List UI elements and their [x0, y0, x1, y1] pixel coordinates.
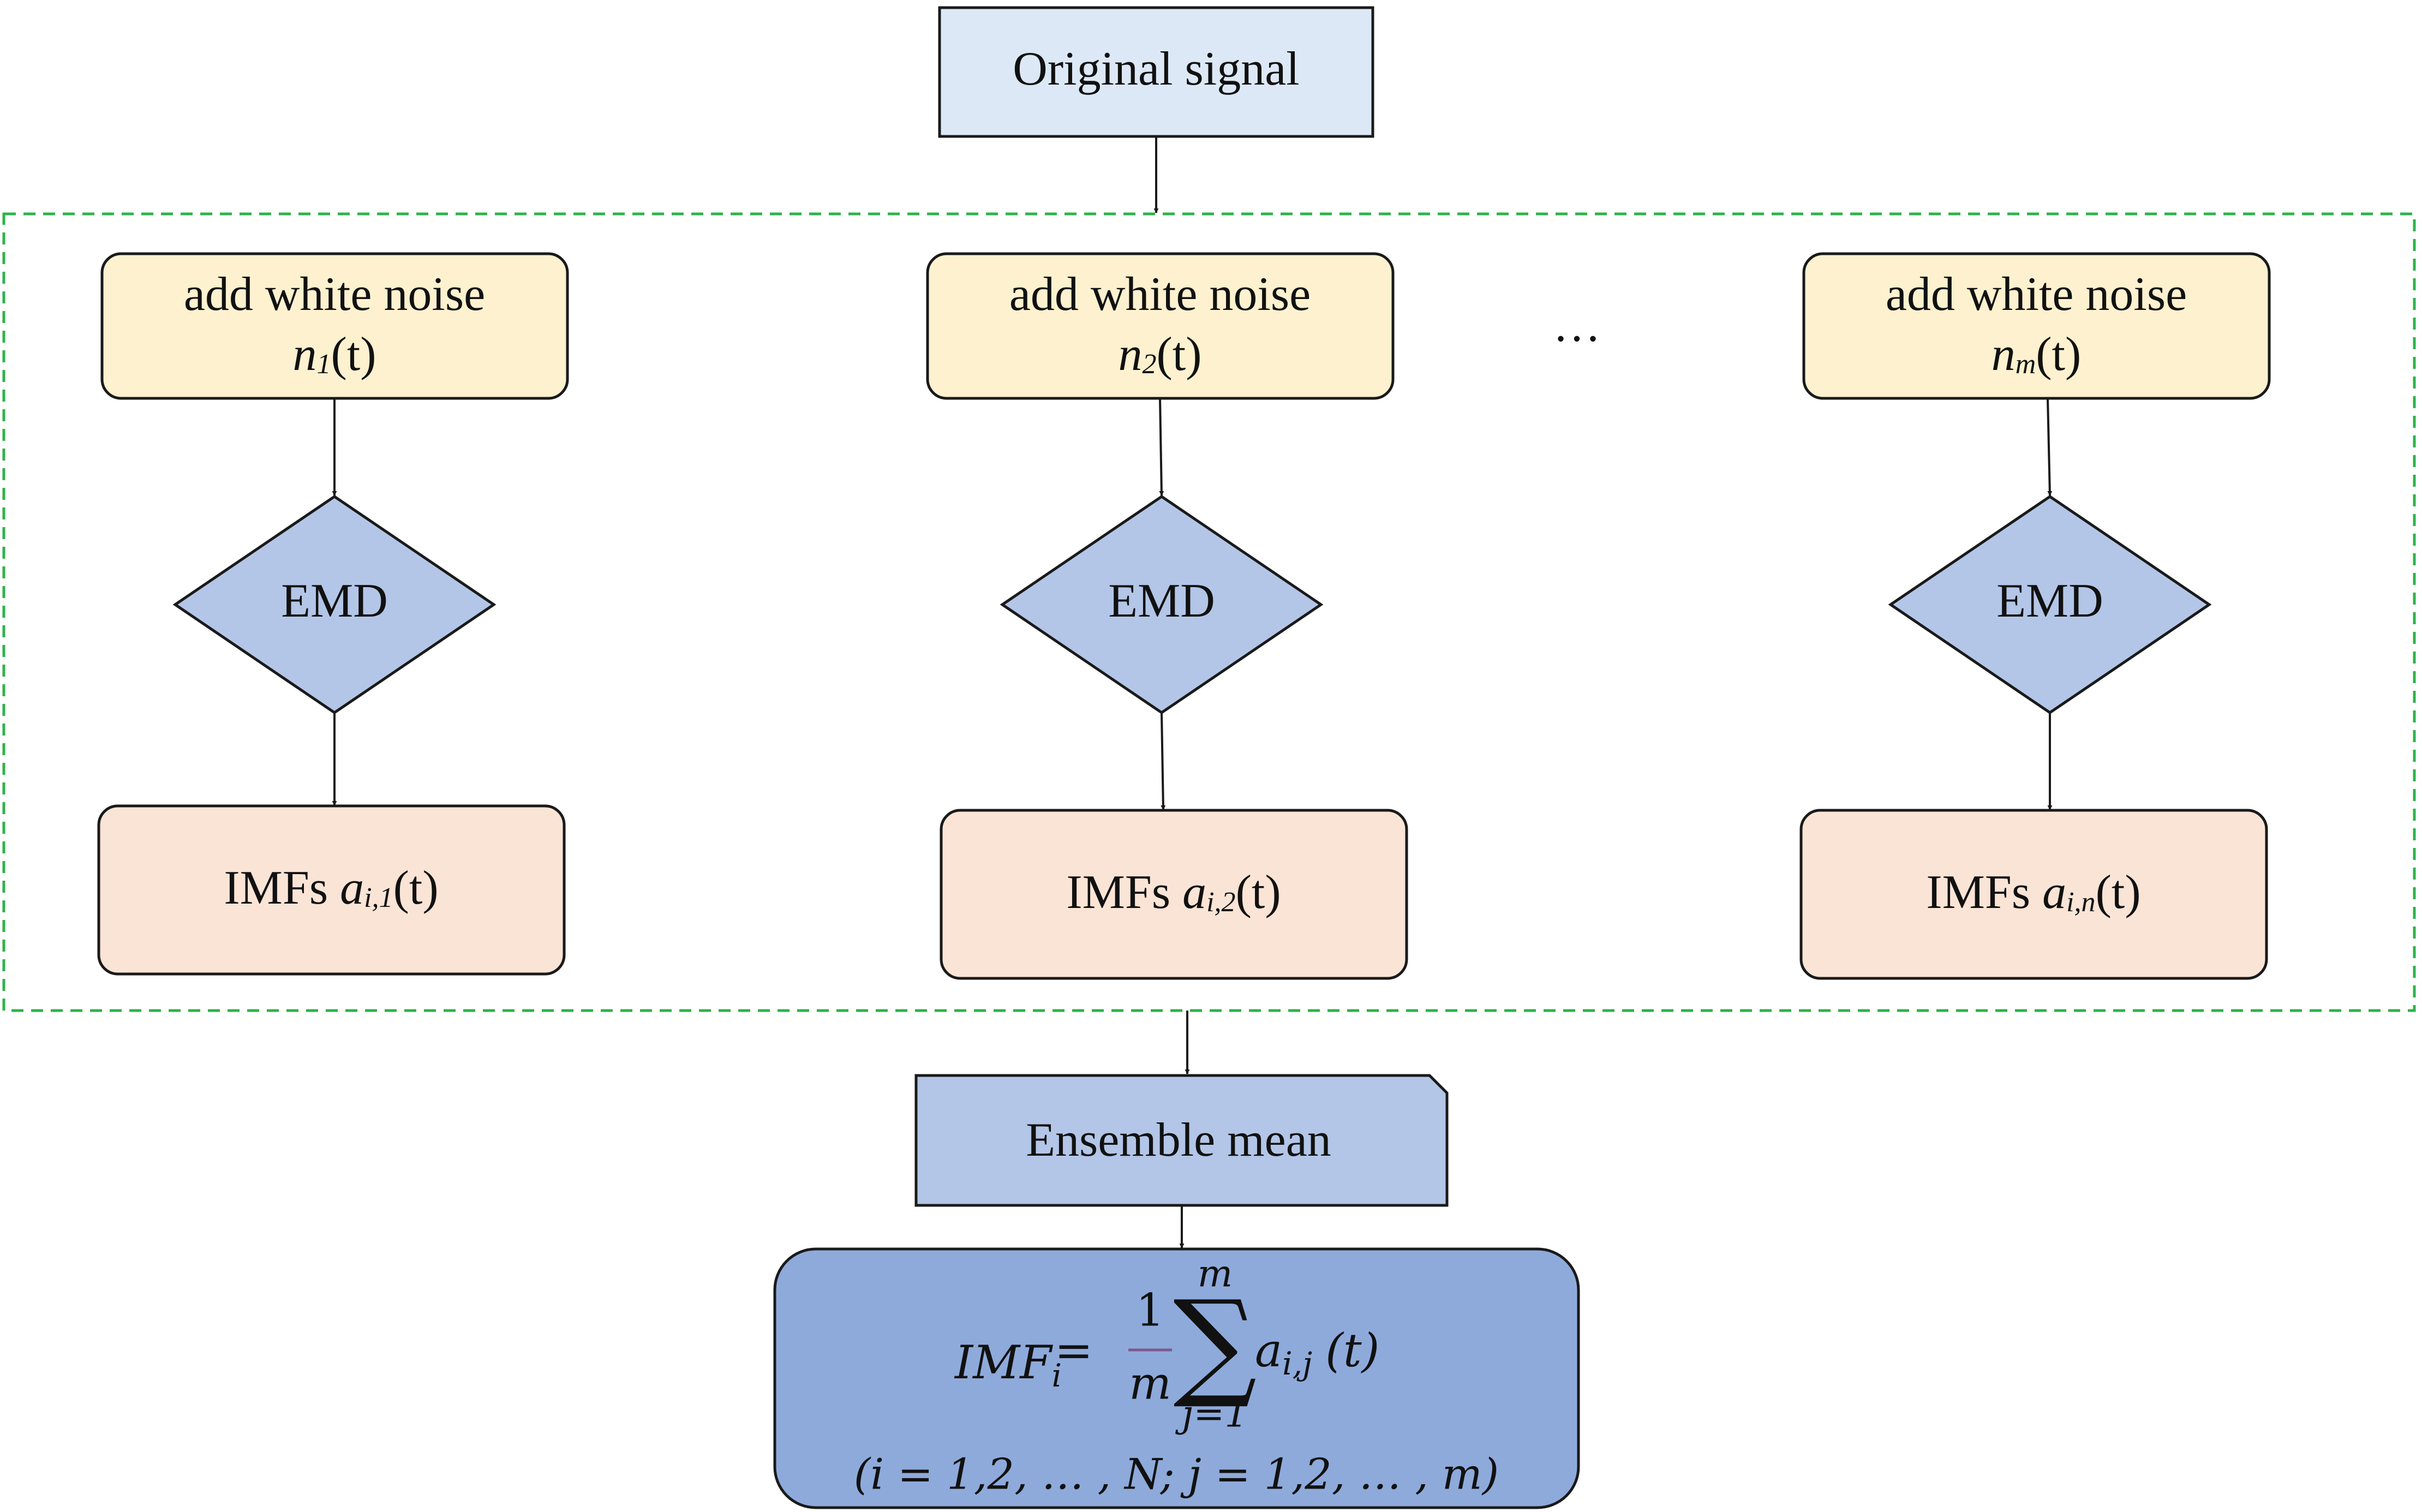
branch-m: add white noise nm(t) EMD IMFs ai,n(t)	[1799, 252, 2271, 980]
imf-label: IMFs ai,2(t)	[1066, 866, 1281, 919]
imf-box	[1799, 809, 2268, 980]
emd-label: EMD	[1996, 575, 2103, 627]
original-signal-label: Original signal	[1013, 43, 1299, 95]
sum-upper-limit: m	[1198, 1253, 1233, 1296]
original-signal-node: Original signal	[938, 6, 1374, 138]
imf-formula-node: IMFi = 1 m m ∑ j=1 ai,j(t) (i = 1,2, … ,…	[773, 1247, 1580, 1509]
noise-term: nm(t)	[1992, 328, 2082, 381]
arrow-emd-to-imf	[1161, 712, 1166, 810]
sum-lower-limit: j=1	[1175, 1393, 1248, 1436]
noise-label: add white noise	[1886, 268, 2187, 321]
branch-2: add white noise n2(t) EMD IMFs ai,2(t)	[926, 252, 1408, 980]
imf-box	[940, 809, 1408, 980]
formula-equals: =	[1055, 1324, 1093, 1377]
formula-conditions: (i = 1,2, … , N; j = 1,2, … , m)	[854, 1450, 1499, 1499]
noise-term: n1(t)	[292, 328, 376, 381]
imf-label: IMFs ai,n(t)	[1926, 866, 2140, 919]
formula-numerator: 1	[1136, 1285, 1164, 1337]
emd-label: EMD	[281, 575, 388, 627]
formula-term: ai,j(t)	[1255, 1324, 1379, 1382]
formula-denominator: m	[1129, 1358, 1171, 1410]
ensemble-trials-region	[2, 212, 2416, 1012]
ellipsis-more-trials: …	[1553, 299, 1601, 352]
noise-term: n2(t)	[1118, 328, 1201, 381]
ensemble-mean-label: Ensemble mean	[1026, 1114, 1331, 1167]
arrow-noise-to-emd	[2047, 398, 2053, 496]
formula-lhs: IMFi	[954, 1336, 1062, 1394]
noise-label: add white noise	[184, 268, 485, 321]
noise-box	[1802, 252, 2271, 400]
imf-box	[97, 804, 566, 976]
ensemble-mean-node: Ensemble mean	[914, 1074, 1449, 1207]
ensemble-mean-box	[914, 1074, 1449, 1207]
branch-1: add white noise n1(t) EMD IMFs ai,1(t)	[97, 252, 569, 976]
emd-label: EMD	[1108, 575, 1215, 627]
arrow-noise-to-emd	[1159, 398, 1164, 496]
noise-label: add white noise	[1009, 268, 1311, 321]
formula-box	[773, 1247, 1580, 1509]
original-signal-box	[938, 6, 1374, 138]
summation-symbol: ∑	[1173, 1275, 1257, 1412]
imf-label: IMFs ai,1(t)	[224, 862, 438, 915]
